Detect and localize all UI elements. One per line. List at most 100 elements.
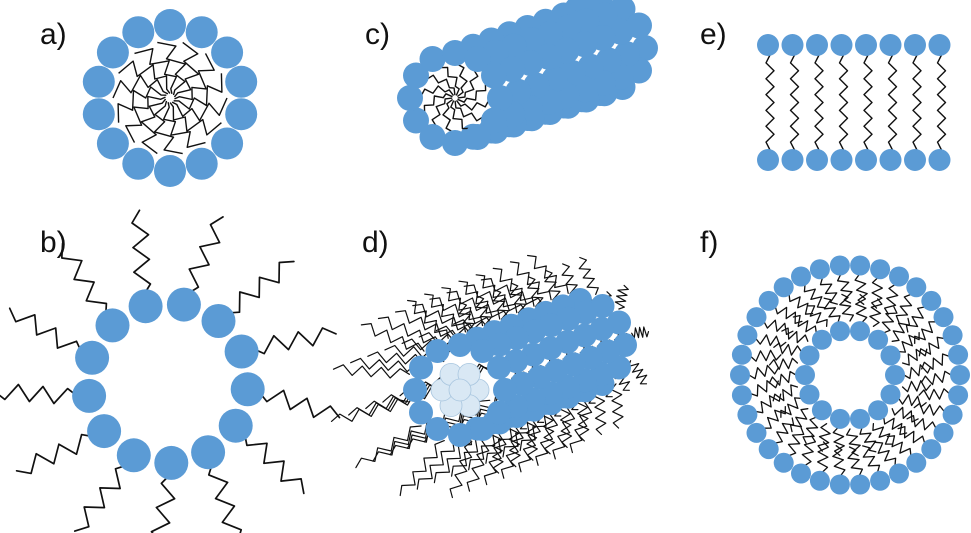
head-group bbox=[921, 290, 942, 311]
hydrophobic-tail bbox=[817, 423, 831, 452]
head-group bbox=[154, 9, 186, 41]
hydrophobic-tail bbox=[881, 306, 898, 334]
head-group bbox=[868, 329, 889, 350]
hydrophobic-tail bbox=[755, 393, 782, 414]
hydrophobic-tail bbox=[898, 394, 927, 408]
hydrophobic-tail bbox=[117, 86, 167, 123]
hydrophobic-tail bbox=[134, 48, 178, 94]
hydrophobic-tail bbox=[256, 389, 341, 419]
hydrophobic-tail bbox=[455, 97, 491, 111]
head-group bbox=[757, 149, 779, 171]
head-group bbox=[829, 255, 850, 276]
hydrophobic-tail bbox=[631, 326, 650, 339]
hydrophobic-tail bbox=[174, 53, 215, 101]
head-group bbox=[880, 345, 901, 366]
head-group bbox=[425, 417, 450, 441]
head-group bbox=[811, 400, 832, 421]
hydrophobic-tail bbox=[871, 277, 883, 309]
head-group bbox=[82, 98, 115, 131]
head-group bbox=[225, 98, 258, 131]
hydrophobic-tail bbox=[185, 216, 224, 296]
head-group bbox=[830, 408, 850, 429]
head-group bbox=[879, 34, 902, 56]
head-group bbox=[829, 474, 850, 495]
hydrophobic-tail bbox=[518, 415, 541, 473]
hydrophobic-tail bbox=[859, 426, 877, 453]
hydrophobic-tail bbox=[150, 472, 176, 533]
hydrophobic-tail bbox=[774, 306, 803, 325]
head-group bbox=[154, 155, 186, 187]
hydrophobic-tail bbox=[855, 293, 868, 324]
head-group bbox=[481, 107, 507, 134]
hydrophobic-tail bbox=[454, 100, 486, 122]
head-group bbox=[758, 439, 779, 460]
head-group bbox=[850, 408, 870, 429]
hydrophobic-tail bbox=[773, 342, 802, 356]
hydrophobic-tail bbox=[838, 54, 849, 151]
panel-a-spherical-micelle bbox=[82, 9, 258, 187]
hydrophobic-tail bbox=[527, 254, 569, 294]
head-group bbox=[442, 130, 468, 156]
hydrophobic-tail bbox=[483, 428, 507, 486]
head-group bbox=[737, 404, 758, 425]
hydrophobic-tail bbox=[886, 435, 912, 457]
head-group bbox=[403, 378, 427, 402]
panel-a-label: a) bbox=[40, 18, 67, 51]
hydrophobic-tail bbox=[399, 440, 445, 497]
head-group bbox=[850, 321, 870, 342]
hydrophobic-tail bbox=[891, 406, 919, 423]
head-group bbox=[731, 385, 752, 406]
hydrophobic-tail bbox=[839, 293, 855, 322]
hydrophobic-tail bbox=[441, 287, 484, 327]
head-group bbox=[448, 423, 472, 447]
head-group bbox=[96, 127, 129, 160]
hydrophobic-tail bbox=[458, 280, 501, 320]
panel-d-label: d) bbox=[362, 226, 389, 259]
head-group bbox=[470, 417, 495, 441]
head-group bbox=[806, 149, 828, 171]
hydrophobic-tail bbox=[173, 41, 200, 98]
hydrophobic-tail bbox=[772, 384, 799, 402]
head-group bbox=[409, 400, 433, 425]
hydrophobic-tail bbox=[500, 421, 524, 479]
hydrophobic-tail bbox=[863, 54, 873, 151]
hydrophobic-tail bbox=[789, 408, 809, 433]
hydrophobic-tail bbox=[492, 267, 535, 307]
hydrophobic-tail bbox=[847, 446, 864, 477]
head-group bbox=[409, 355, 433, 380]
hydrophobic-tail bbox=[823, 297, 841, 324]
hydrophobic-tail bbox=[763, 405, 786, 429]
hydrophobic-tail bbox=[389, 412, 456, 456]
hydrophobic-tail bbox=[936, 54, 947, 151]
panel-f-label: f) bbox=[700, 226, 718, 259]
hydrophobic-tail bbox=[509, 261, 552, 301]
head-group bbox=[781, 149, 804, 171]
hydrophobic-tail bbox=[819, 277, 838, 305]
head-group bbox=[799, 384, 820, 405]
hydrophobic-tail bbox=[480, 278, 545, 307]
hydrophobic-tail bbox=[920, 370, 952, 386]
hydrophobic-tail bbox=[787, 427, 805, 457]
head-group bbox=[811, 329, 832, 350]
head-group bbox=[470, 339, 495, 363]
hydrophobic-tail bbox=[223, 260, 295, 315]
hydrophobic-tail bbox=[457, 80, 487, 103]
hydrophobic-tail bbox=[525, 415, 538, 461]
head-group bbox=[799, 345, 820, 366]
head-group bbox=[933, 307, 954, 328]
head-group bbox=[781, 34, 804, 56]
head-group bbox=[403, 107, 429, 134]
head-group bbox=[950, 365, 970, 385]
panel-c-cylindrical-micelle bbox=[397, 0, 658, 156]
head-group bbox=[809, 470, 830, 491]
hydrophobic-tail bbox=[395, 310, 459, 339]
head-group bbox=[791, 266, 811, 287]
hydrophobic-tail bbox=[449, 441, 473, 499]
panel-b-reverse-micelle bbox=[0, 209, 341, 533]
hydrophobic-tail bbox=[914, 321, 937, 345]
hydrophobic-tail bbox=[750, 380, 779, 397]
hydrophobic-tail bbox=[789, 54, 800, 151]
head-group bbox=[746, 307, 767, 328]
hydrophobic-tail bbox=[918, 388, 950, 401]
